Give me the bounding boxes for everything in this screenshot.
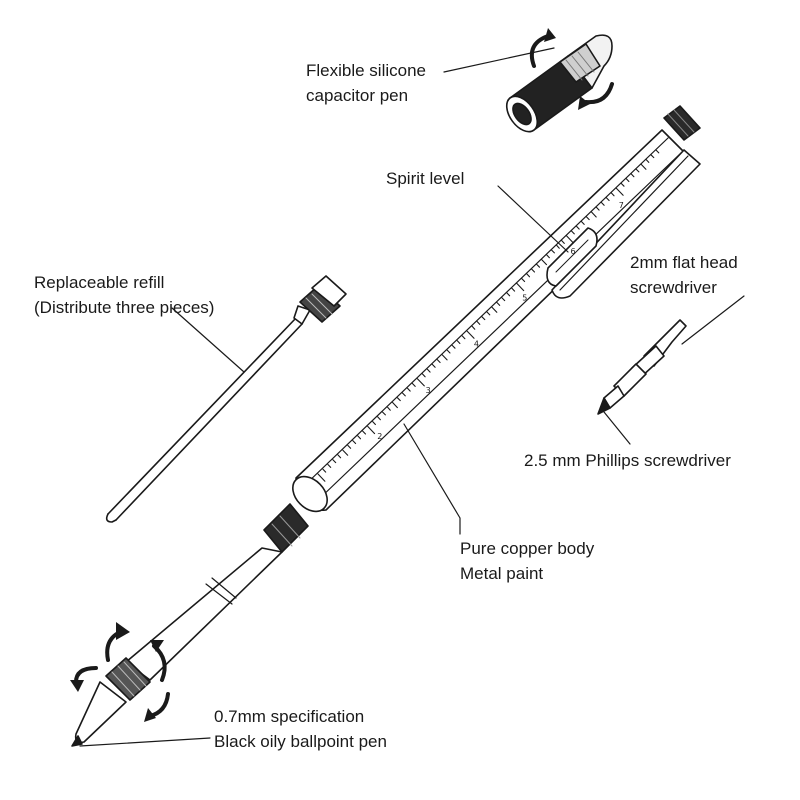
ruler-tick [605,197,610,202]
ruler-tick [486,311,491,316]
pen-body [292,105,701,513]
ruler-tick [406,387,411,392]
ruler-number: 5 [522,293,527,302]
label-ballpoint-tip: 0.7mm specification Black oily ballpoint… [214,707,387,751]
ruler-tick [317,473,326,482]
label-phillips-screwdriver: 2.5 mm Phillips screwdriver [524,451,731,470]
screwdriver-bit [597,319,687,415]
ruler-tick [401,392,406,397]
ruler-tick [347,444,352,449]
ruler-tick [600,201,605,206]
ruler-tick [466,330,475,339]
ruler-tick [377,416,381,421]
rotate-arrow-icon [584,82,614,105]
label-copper-body: Pure copper body Metal paint [460,539,595,583]
ruler-tick [541,259,548,266]
ruler-tick [357,435,362,440]
label-replaceable-refill: Replaceable refill (Distribute three pie… [34,273,215,317]
ruler-number: 2 [377,432,382,441]
ruler-number: 7 [619,201,624,210]
ruler-tick [327,463,332,468]
ruler-tick [461,335,466,340]
ruler-tick [546,254,550,259]
ruler-tick [416,378,425,387]
ruler-tick [436,359,441,364]
ruler-tick [471,325,476,330]
ruler-tick [590,211,597,218]
ruler-tick [431,363,436,368]
ruler-tick [367,425,376,435]
ruler-tick [565,235,574,244]
ruler-tick [556,244,560,249]
ruler-tick [640,163,647,170]
ruler-tick [655,149,660,154]
ruler-tick [585,216,590,221]
ruler-tick [441,354,448,361]
ruler-tick [575,225,580,230]
ruler-number: 3 [426,386,431,395]
ruler-tick [580,220,585,225]
refill [105,275,347,523]
rotate-arrow-icon [529,34,550,68]
capacitor-cap [505,34,613,133]
label-capacitor-pen: Flexible silicone capacitor pen [306,61,426,105]
ruler-tick [570,230,575,235]
ruler-tick [411,382,416,387]
ruler-tick [372,421,376,426]
ruler-tick [630,173,635,178]
ruler-tick [446,349,451,354]
label-flat-head-screwdriver: 2mm flat head screwdriver [630,253,738,297]
ruler-tick [421,373,426,378]
ruler-tick [645,158,650,163]
rotate-arrow-icon [148,692,170,718]
ruler-tick [506,292,511,297]
ruler-tick [342,449,349,456]
ruler-tick [451,344,456,349]
ruler-tick [526,273,531,278]
ruler-tick [426,368,431,373]
leader-lines [79,47,745,747]
ruler-tick [635,168,640,173]
ruler-tick [501,297,506,302]
ruler-tick [352,440,357,445]
ruler-tick [337,454,342,459]
ruler-tick [561,239,565,244]
ruler-number: 4 [474,340,479,349]
ruler-tick [551,249,555,254]
lower-barrel [71,503,309,747]
rotate-arrow-icon [74,666,98,684]
ruler-ticks: 2 3 4 5 6 7 [317,149,660,482]
ruler-tick [615,187,624,196]
ruler-tick [387,406,391,411]
ruler-tick [362,430,367,435]
ruler-tick [625,178,630,183]
ruler-tick [496,301,501,306]
ruler-tick [481,316,486,321]
ruler-tick [396,397,401,402]
ruler-tick [620,182,625,187]
ruler-tick [322,468,327,473]
ruler-tick [332,459,337,464]
ruler-tick [650,154,655,159]
ruler-tick [392,401,398,409]
ruler-number: 6 [571,247,576,256]
ruler-tick [456,340,461,345]
ruler-tick [491,306,498,313]
ruler-tick [531,268,536,273]
ruler-tick [511,287,516,292]
ruler-tick [521,278,526,283]
ruler-tick [476,320,481,325]
ruler-tick [595,206,600,211]
ruler-tick [536,263,541,268]
ruler-tick [516,282,525,292]
label-spirit-level: Spirit level [386,169,465,188]
ruler-tick [382,411,386,416]
ruler-tick [610,192,615,197]
